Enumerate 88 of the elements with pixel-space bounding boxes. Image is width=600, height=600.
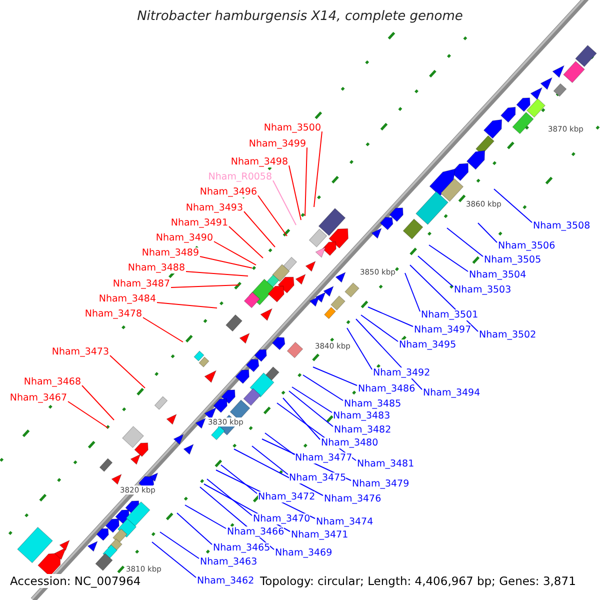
leader-line [272, 180, 296, 226]
gene-label: Nham_3485 [344, 398, 402, 410]
gene-label: Nham_3474 [316, 516, 374, 528]
gene-label: Nham_3471 [291, 530, 348, 540]
leader-line [314, 131, 322, 208]
gene-label: Nham_3475 [289, 472, 346, 484]
gene-label: Nham_3484 [98, 294, 156, 304]
gene-label: Nham_3497 [414, 324, 472, 336]
leader-line [244, 211, 276, 248]
gene-label: Nham_3506 [498, 240, 556, 252]
gene-label: Nham_3480 [321, 438, 378, 448]
leader-line [252, 446, 288, 475]
gene-label: Nham_3481 [357, 458, 414, 470]
leader-line [288, 165, 302, 220]
leader-line [234, 448, 324, 496]
gene-label: Nham_3499 [248, 138, 306, 150]
leader-line [110, 355, 146, 388]
gene-label: Nham_3479 [352, 478, 410, 490]
leader-line [258, 195, 288, 236]
leader-line [170, 284, 240, 288]
leader-line [186, 271, 248, 276]
gene-label: Nham_3503 [454, 284, 512, 296]
gene-label: Nham_3483 [333, 410, 390, 422]
gene-label: Nham_3502 [479, 330, 536, 340]
leader-line [368, 306, 414, 327]
gene-label: Nham_3488 [128, 262, 185, 274]
leader-line [264, 432, 294, 455]
leader-line [200, 256, 252, 268]
gene-label: Nham_3490 [156, 232, 213, 244]
gene-label: Nham_3489 [142, 248, 199, 258]
gene-label: Nham_3496 [200, 186, 257, 198]
leader-line [404, 272, 420, 312]
leader-line [428, 244, 468, 272]
gene-label: Nham_R0058 [208, 172, 272, 182]
leader-line [288, 390, 334, 427]
leader-line [82, 385, 114, 420]
footer-text: Accession: NC_007964 [8, 574, 143, 588]
gene-label: Nham_3473 [52, 346, 109, 358]
leader-line [304, 147, 308, 216]
leader-line [206, 478, 252, 516]
leader-line [142, 317, 184, 342]
gene-label: Nham_3492 [373, 368, 430, 378]
footer-text: Topology: circular; Length: 4,406,967 bp; Genes: 3,871 [258, 574, 578, 588]
leader-line [292, 386, 332, 413]
gene-label: Nham_3501 [421, 310, 478, 320]
gene-label: Nham_3472 [258, 492, 316, 502]
leader-line [494, 188, 532, 223]
leader-line [152, 542, 196, 578]
leader-line [312, 366, 358, 386]
leader-line [282, 398, 320, 440]
gene-label: Nham_3466 [227, 526, 284, 538]
leader-line [478, 222, 498, 243]
leader-line [220, 464, 258, 494]
gene-label: Nham_3505 [484, 254, 542, 266]
leader-line [346, 328, 372, 370]
gene-label: Nham_3469 [275, 548, 332, 558]
leader-line [214, 241, 256, 266]
leader-line [446, 228, 484, 257]
gene-label: Nham_3487 [112, 278, 170, 290]
gene-label: Nham_3477 [295, 452, 352, 464]
leader-line [160, 532, 200, 559]
gene-label: Nham_3508 [533, 220, 590, 232]
gene-label: Nham_3491 [170, 218, 228, 228]
gene-label: Nham_3467 [10, 392, 67, 404]
leader-line [302, 374, 344, 401]
gene-label: Nham_3495 [399, 340, 456, 350]
leader-line [68, 401, 108, 428]
gene-label: Nham_3494 [423, 388, 480, 398]
leader-line [228, 226, 264, 258]
gene-label: Nham_3486 [358, 384, 416, 394]
gene-label: Nham_3504 [469, 270, 526, 280]
title: Nitrobacter hamburgensis X14, complete genome [136, 9, 464, 24]
gene-label: Nham_3476 [324, 494, 382, 504]
gene-label: Nham_3482 [334, 424, 392, 436]
gene-label: Nham_3462 [197, 576, 254, 586]
leader-line [184, 504, 226, 529]
leader-line [156, 302, 218, 308]
gene-label: Nham_3463 [200, 556, 258, 568]
gene-label: Nham_3468 [24, 376, 81, 388]
gene-label: Nham_3500 [264, 122, 321, 134]
gene-label: Nham_3493 [186, 202, 243, 214]
gene-label: Nham_3465 [213, 542, 270, 554]
gene-label: Nham_3498 [230, 156, 288, 168]
gene-label: Nham_3478 [84, 308, 142, 320]
leader-line [418, 256, 454, 287]
leader-line [176, 512, 212, 545]
gene-label: Nham_3470 [253, 514, 310, 524]
leader-line [360, 314, 398, 342]
